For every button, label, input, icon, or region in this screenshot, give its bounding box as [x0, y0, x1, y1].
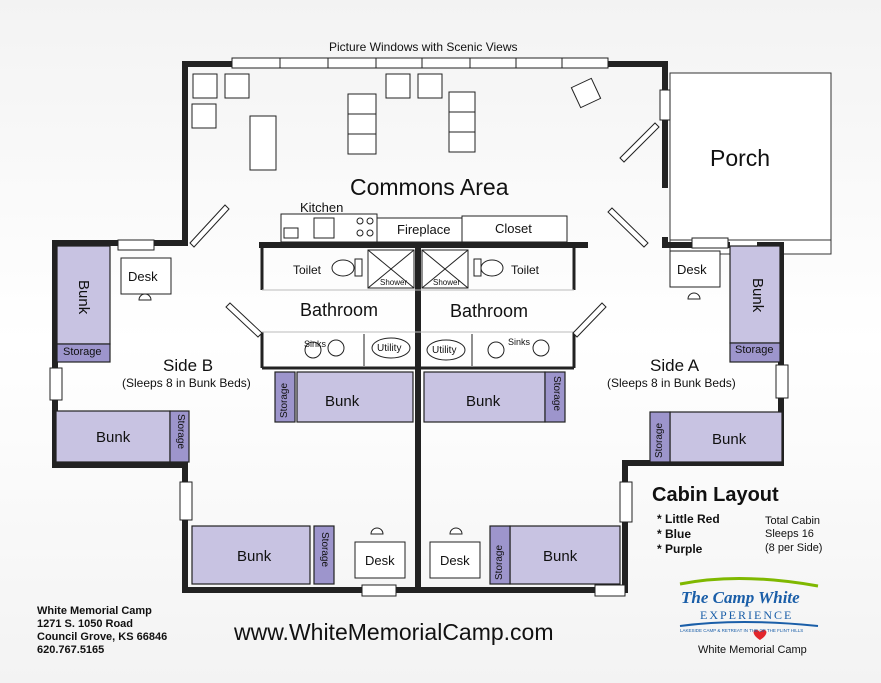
side-windows [49, 89, 789, 597]
bunk-b3-label: Bunk [96, 429, 131, 446]
logo-line1: The Camp White [681, 588, 800, 607]
porch-area [669, 72, 832, 241]
toilet-b-label: Toilet [293, 263, 322, 277]
shower-a-label: Shower [433, 278, 461, 287]
utility-a-label: Utility [432, 345, 457, 356]
desk-a2-label: Desk [440, 553, 470, 568]
address-phone: 620.767.5165 [37, 644, 105, 656]
storage-b1-label: Storage [63, 346, 102, 358]
doors [189, 122, 660, 338]
fireplace-label: Fireplace [397, 222, 451, 237]
legend-total-2: Sleeps 16 [765, 528, 814, 540]
outer-walls [52, 61, 784, 593]
utility-b-label: Utility [377, 343, 402, 354]
logo-tagline: LAKESIDE CAMP & RETREAT IN THE OF THE FL… [680, 628, 804, 633]
logo-swoosh [679, 577, 819, 640]
website-link[interactable]: www.WhiteMemorialCamp.com [234, 619, 554, 645]
bathroom-b-label: Bathroom [300, 300, 379, 320]
bunk-b1-label: Bunk [75, 280, 92, 315]
kitchen-counter [280, 213, 568, 243]
windows-label: Picture Windows with Scenic Views [329, 40, 518, 54]
legend-title: Cabin Layout [652, 484, 779, 506]
heart-icon [753, 629, 767, 640]
legend-total-3: (8 per Side) [765, 542, 823, 554]
shower-b-label: Shower [380, 278, 408, 287]
storage-b3-label: Storage [175, 414, 186, 450]
desk-b1-label: Desk [128, 269, 158, 284]
side-a-label: Side A [650, 356, 700, 375]
desk-a1-label: Desk [677, 262, 707, 277]
side-a-sleeps: (Sleeps 8 in Bunk Beds) [607, 376, 736, 390]
porch-label: Porch [710, 145, 771, 171]
legend-item-blue: * Blue [657, 527, 692, 541]
storage-b2-label: Storage [279, 382, 290, 418]
kitchen-label: Kitchen [300, 200, 344, 215]
bathroom-b-fixtures [304, 249, 415, 366]
storage-b4-label: Storage [319, 532, 330, 568]
legend-item-purple: * Purple [657, 542, 703, 556]
side-b-label: Side B [163, 356, 214, 375]
address-street: 1271 S. 1050 Road [37, 618, 134, 630]
bunk-a3-label: Bunk [712, 431, 747, 448]
sinks-b-label: Sinks [304, 339, 327, 349]
storage-a3-label: Storage [654, 422, 665, 458]
storage-a4-label: Storage [494, 544, 505, 580]
address-name: White Memorial Camp [37, 605, 152, 617]
closet-label: Closet [495, 221, 532, 236]
storage-a1-label: Storage [735, 344, 774, 356]
bathroom-a-fixtures [421, 249, 550, 366]
side-b-sleeps: (Sleeps 8 in Bunk Beds) [122, 376, 251, 390]
bathroom-a-label: Bathroom [450, 301, 529, 321]
bunk-a2-label: Bunk [466, 393, 501, 410]
desks [120, 250, 721, 579]
legend-item-little-red: * Little Red [657, 512, 720, 526]
logo-line2: EXPERIENCE [700, 608, 794, 622]
storage-a2-label: Storage [551, 376, 562, 412]
sinks-a-label: Sinks [508, 337, 531, 347]
address-city: Council Grove, KS 66846 [37, 631, 168, 643]
bunk-b4-label: Bunk [237, 548, 272, 565]
bunk-a1-label: Bunk [749, 278, 766, 313]
toilet-a-label: Toilet [511, 263, 540, 277]
bunk-b2-label: Bunk [325, 393, 360, 410]
logo-caption: White Memorial Camp [698, 644, 807, 656]
desk-b2-label: Desk [365, 553, 395, 568]
commons-label: Commons Area [350, 174, 509, 200]
bunk-a4-label: Bunk [543, 548, 578, 565]
commons-furniture [191, 73, 602, 171]
legend-total-1: Total Cabin [765, 515, 821, 527]
bunks [55, 245, 783, 585]
picture-windows [231, 57, 609, 69]
